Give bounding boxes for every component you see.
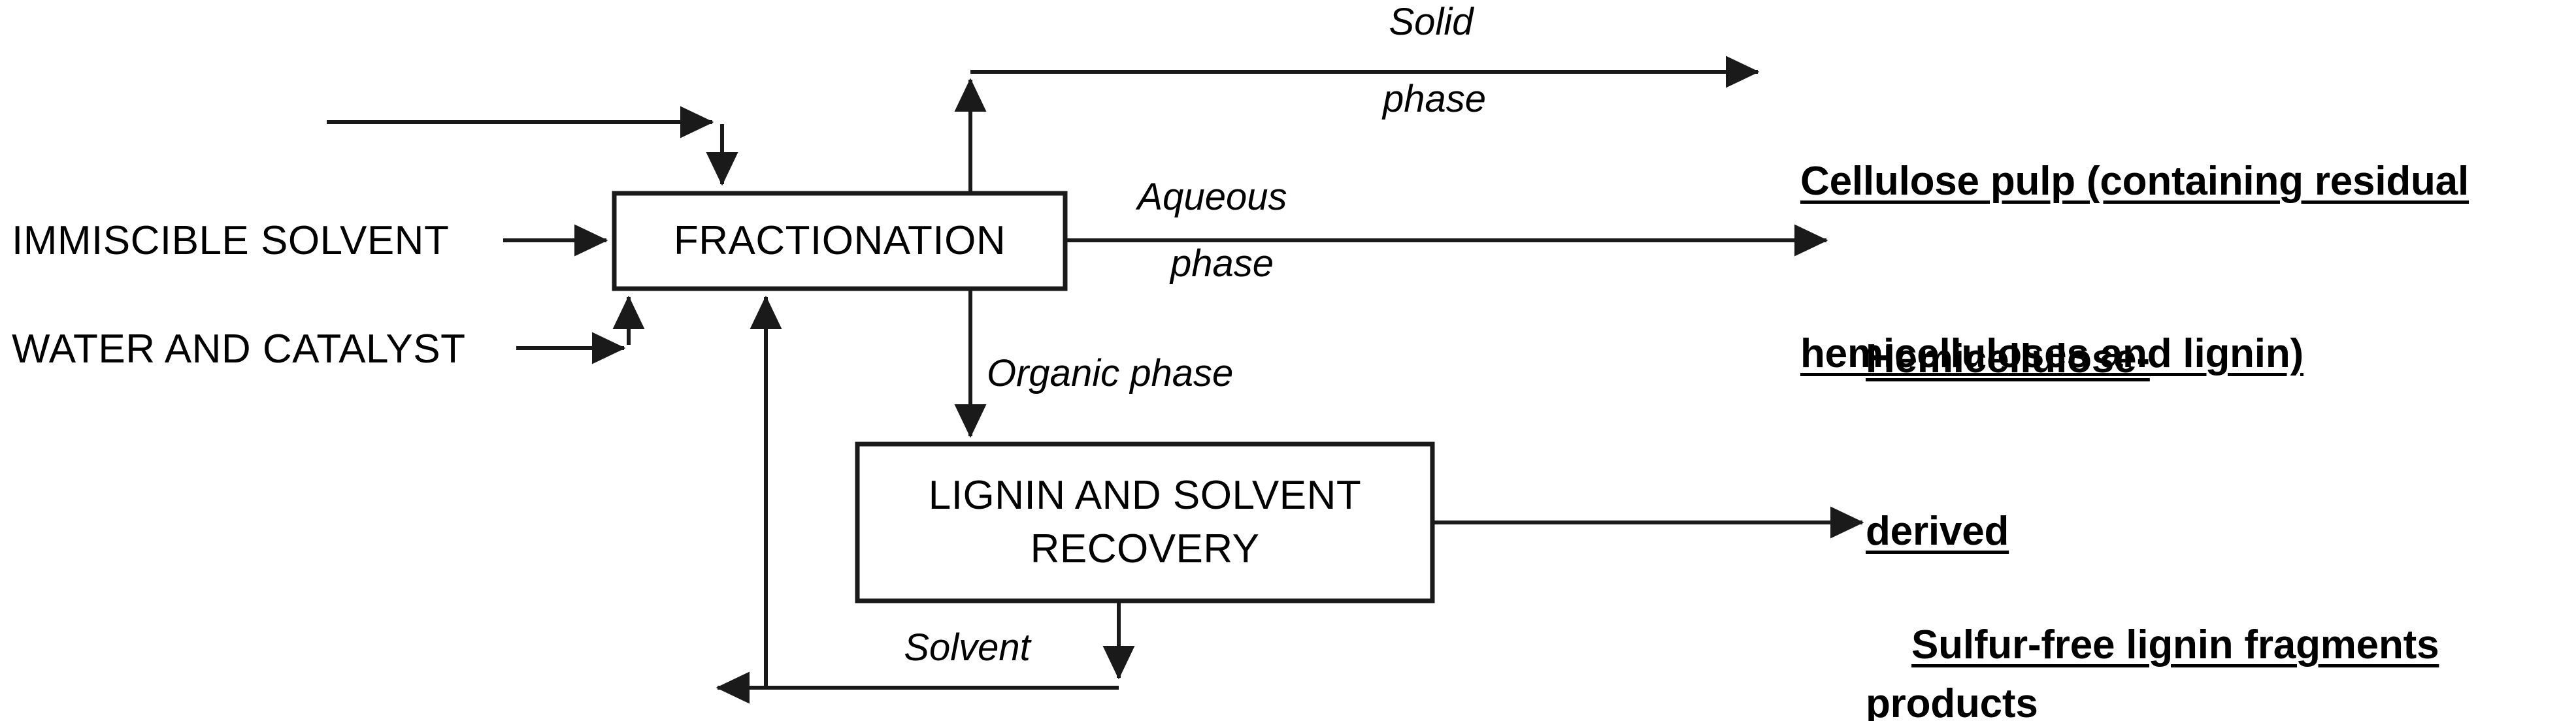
water-catalyst-connector — [516, 295, 645, 364]
stream-label-solid-phase-line-1: Solid — [1389, 1, 1474, 43]
hemicellulose-line-2: derived — [1866, 509, 2009, 554]
feed-label-water-and-catalyst: WATER AND CATALYST — [12, 327, 466, 372]
biomass-feed-connector — [327, 106, 738, 186]
cellulose-pulp-line-2: hemicelluloses and lignin) — [1800, 331, 2304, 377]
stream-label-solvent: Solvent — [904, 626, 1031, 669]
stream-label-aqueous-phase-line-1: Aqueous — [1137, 176, 1287, 218]
product-label-cellulose-pulp: Cellulose pulp (containing residual hemi… — [1800, 38, 2571, 498]
lignin-recovery-line-1: LIGNIN AND SOLVENT — [928, 473, 1362, 519]
lignin-fragments-text: Sulfur-free lignin fragments — [1911, 622, 2439, 668]
solvent-recycle-connector — [716, 295, 1135, 704]
solid-phase-connector — [954, 56, 1760, 193]
feed-label-immiscible-solvent: IMMISCIBLE SOLVENT — [12, 218, 450, 263]
stream-label-solid-phase-line-2: phase — [1382, 78, 1487, 120]
lignin-recovery-box-outline — [855, 441, 1435, 603]
lignin-recovery-line-2: RECOVERY — [1030, 526, 1260, 571]
product-label-hemicellulose-derived-products: Hemicellulose- derived products — [1866, 216, 2454, 721]
fractionation-box-label: FRACTIONATION — [673, 218, 1006, 264]
fractionation-box-outline — [612, 191, 1068, 291]
lignin-recovery-box-label: LIGNIN AND SOLVENT RECOVERY — [857, 444, 1432, 601]
stream-label-organic-phase: Organic phase — [987, 352, 1234, 394]
hemicellulose-line-3: products — [1866, 681, 2038, 721]
stream-label-aqueous-phase-line-2: phase — [1170, 242, 1274, 285]
product-label-sulfur-free-lignin-fragments: Sulfur-free lignin fragments — [1911, 502, 2571, 721]
hemicellulose-line-1: Hemicellulose- — [1866, 336, 2150, 382]
cellulose-pulp-line-1: Cellulose pulp (containing residual — [1800, 159, 2469, 204]
